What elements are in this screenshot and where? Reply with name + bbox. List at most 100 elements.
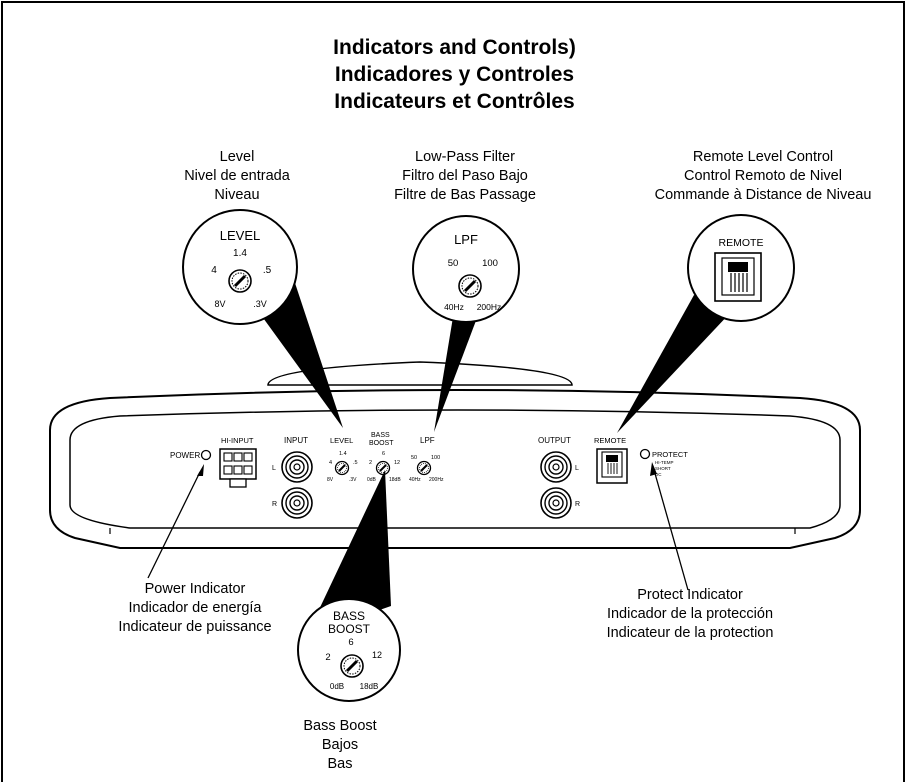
output-left-jack-icon — [540, 451, 572, 483]
hi-input-connector-icon — [219, 448, 257, 488]
amplifier-face — [69, 409, 841, 529]
panel-power-label: POWER — [170, 451, 200, 460]
remote-caption-fr: Commande à Distance de Niveau — [654, 187, 872, 203]
protect-caption-es: Indicador de la protección — [606, 606, 774, 622]
bass-zoom-bubble: BASS BOOST 6 2 12 0dB 18dB — [297, 598, 401, 702]
level-knob-icon[interactable] — [334, 460, 350, 476]
level-caption-fr: Niveau — [214, 187, 260, 203]
input-left-jack-icon — [281, 451, 313, 483]
power-caption-es: Indicador de energía — [128, 600, 262, 616]
zoom-level-br: .3V — [253, 299, 267, 309]
top-handle — [267, 361, 573, 386]
output-left-label: L — [575, 465, 579, 472]
remote-callout-wedge — [617, 295, 731, 433]
panel-bass-label-1: BASS — [371, 432, 390, 439]
lpf-caption-en: Low-Pass Filter — [415, 149, 515, 165]
panel-output-label: OUTPUT — [538, 436, 571, 445]
protect-caption-fr: Indicateur de la protection — [606, 625, 774, 641]
level-caption: Level Nivel de entrada Niveau — [162, 148, 312, 205]
panel-bass-top: 6 — [382, 451, 385, 457]
zoom-bass-left: 2 — [325, 652, 330, 663]
zoom-lpf-knob-icon — [457, 273, 483, 299]
panel-protect-sub1: HI-TEMP — [655, 460, 674, 465]
protect-caption-en: Protect Indicator — [637, 587, 743, 603]
power-caption-en: Power Indicator — [144, 581, 246, 597]
panel-lpf-tl: 50 — [411, 455, 417, 461]
bass-knob-icon[interactable] — [375, 460, 391, 476]
panel-protect-sub2: SHORT — [655, 466, 671, 471]
input-right-jack-icon — [281, 487, 313, 519]
protect-caption: Protect Indicator Indicador de la protec… — [575, 586, 805, 643]
bass-caption-fr: Bas — [327, 756, 353, 772]
bass-caption-en: Bass Boost — [303, 718, 377, 734]
output-right-jack-icon — [540, 487, 572, 519]
panel-lpf-label: LPF — [420, 436, 435, 445]
title-line-3: Indicateurs et Contrôles — [334, 90, 575, 113]
panel-level-right: .5 — [353, 460, 358, 466]
zoom-lpf-tr: 100 — [482, 258, 498, 269]
panel-bass-right: 12 — [394, 460, 400, 466]
panel-level-label: LEVEL — [330, 436, 353, 445]
zoom-bass-top: 6 — [348, 637, 353, 648]
level-callout-wedge — [245, 283, 343, 428]
panel-bass-bl: 0dB — [367, 477, 377, 483]
remote-caption: Remote Level Control Control Remoto de N… — [638, 148, 888, 205]
zoom-bass-label-1: BASS — [333, 609, 365, 623]
panel-input-label: INPUT — [284, 436, 308, 445]
title-line-2: Indicadores y Controles — [334, 63, 575, 86]
level-zoom-bubble: LEVEL 1.4 4 .5 8V .3V — [182, 209, 298, 325]
amplifier-body — [49, 389, 861, 549]
power-led-icon — [200, 449, 212, 461]
zoom-lpf-bl: 40Hz — [444, 302, 464, 312]
zoom-bass-knob-icon — [339, 653, 365, 679]
lpf-callout-wedge — [434, 302, 483, 432]
level-caption-en: Level — [219, 149, 255, 165]
zoom-bass-bl: 0dB — [330, 682, 344, 691]
panel-bass-left: 2 — [369, 460, 372, 466]
lpf-caption-fr: Filtre de Bas Passage — [394, 187, 536, 203]
zoom-level-left: 4 — [211, 265, 217, 276]
panel-remote-label: REMOTE — [594, 436, 626, 445]
lpf-caption: Low-Pass Filter Filtro del Paso Bajo Fil… — [365, 148, 565, 205]
power-caption-fr: Indicateur de puissance — [118, 619, 272, 635]
level-caption-es: Nivel de entrada — [184, 168, 290, 184]
input-left-label: L — [272, 465, 276, 472]
zoom-level-right: .5 — [263, 265, 272, 276]
panel-level-left: 4 — [329, 460, 332, 466]
zoom-bass-right: 12 — [372, 650, 382, 660]
zoom-level-bl: 8V — [214, 299, 225, 309]
zoom-lpf-label: LPF — [454, 232, 478, 247]
zoom-level-label: LEVEL — [220, 228, 260, 243]
zoom-remote-jack-icon — [714, 252, 762, 302]
protect-led-icon — [639, 448, 651, 460]
zoom-bass-br: 18dB — [360, 682, 379, 691]
panel-protect-sub3: DC — [655, 472, 662, 477]
panel-bass-label-2: BOOST — [369, 440, 394, 447]
bass-caption-es: Bajos — [321, 737, 359, 753]
bass-caption: Bass Boost Bajos Bas — [280, 717, 400, 774]
zoom-lpf-tl: 50 — [448, 258, 459, 269]
output-right-label: R — [575, 501, 580, 508]
remote-zoom-bubble: REMOTE — [687, 214, 795, 322]
panel-protect-label: PROTECT — [652, 450, 688, 459]
panel-bass-br: 18dB — [389, 477, 401, 483]
panel-lpf-tr: 100 — [431, 455, 440, 461]
zoom-level-top: 1.4 — [233, 248, 247, 259]
remote-caption-es: Control Remoto de Nivel — [684, 168, 842, 184]
lpf-zoom-bubble: LPF 50 100 40Hz 200Hz — [412, 215, 520, 323]
power-arrow-icon — [147, 464, 204, 579]
power-caption: Power Indicator Indicador de energía Ind… — [80, 580, 310, 637]
panel-hi-input-label: HI-INPUT — [221, 436, 254, 445]
panel-lpf-bl: 40Hz — [409, 477, 421, 483]
panel-level-top: 1.4 — [339, 451, 347, 457]
lpf-caption-es: Filtro del Paso Bajo — [402, 168, 528, 184]
title-line-1: Indicators and Controls) — [333, 36, 576, 59]
zoom-remote-label: REMOTE — [719, 237, 764, 249]
lpf-knob-icon[interactable] — [416, 460, 432, 476]
panel-lpf-br: 200Hz — [429, 477, 444, 483]
zoom-level-knob-icon — [227, 268, 253, 294]
remote-caption-en: Remote Level Control — [692, 149, 834, 165]
zoom-bass-label-2: BOOST — [328, 622, 371, 636]
